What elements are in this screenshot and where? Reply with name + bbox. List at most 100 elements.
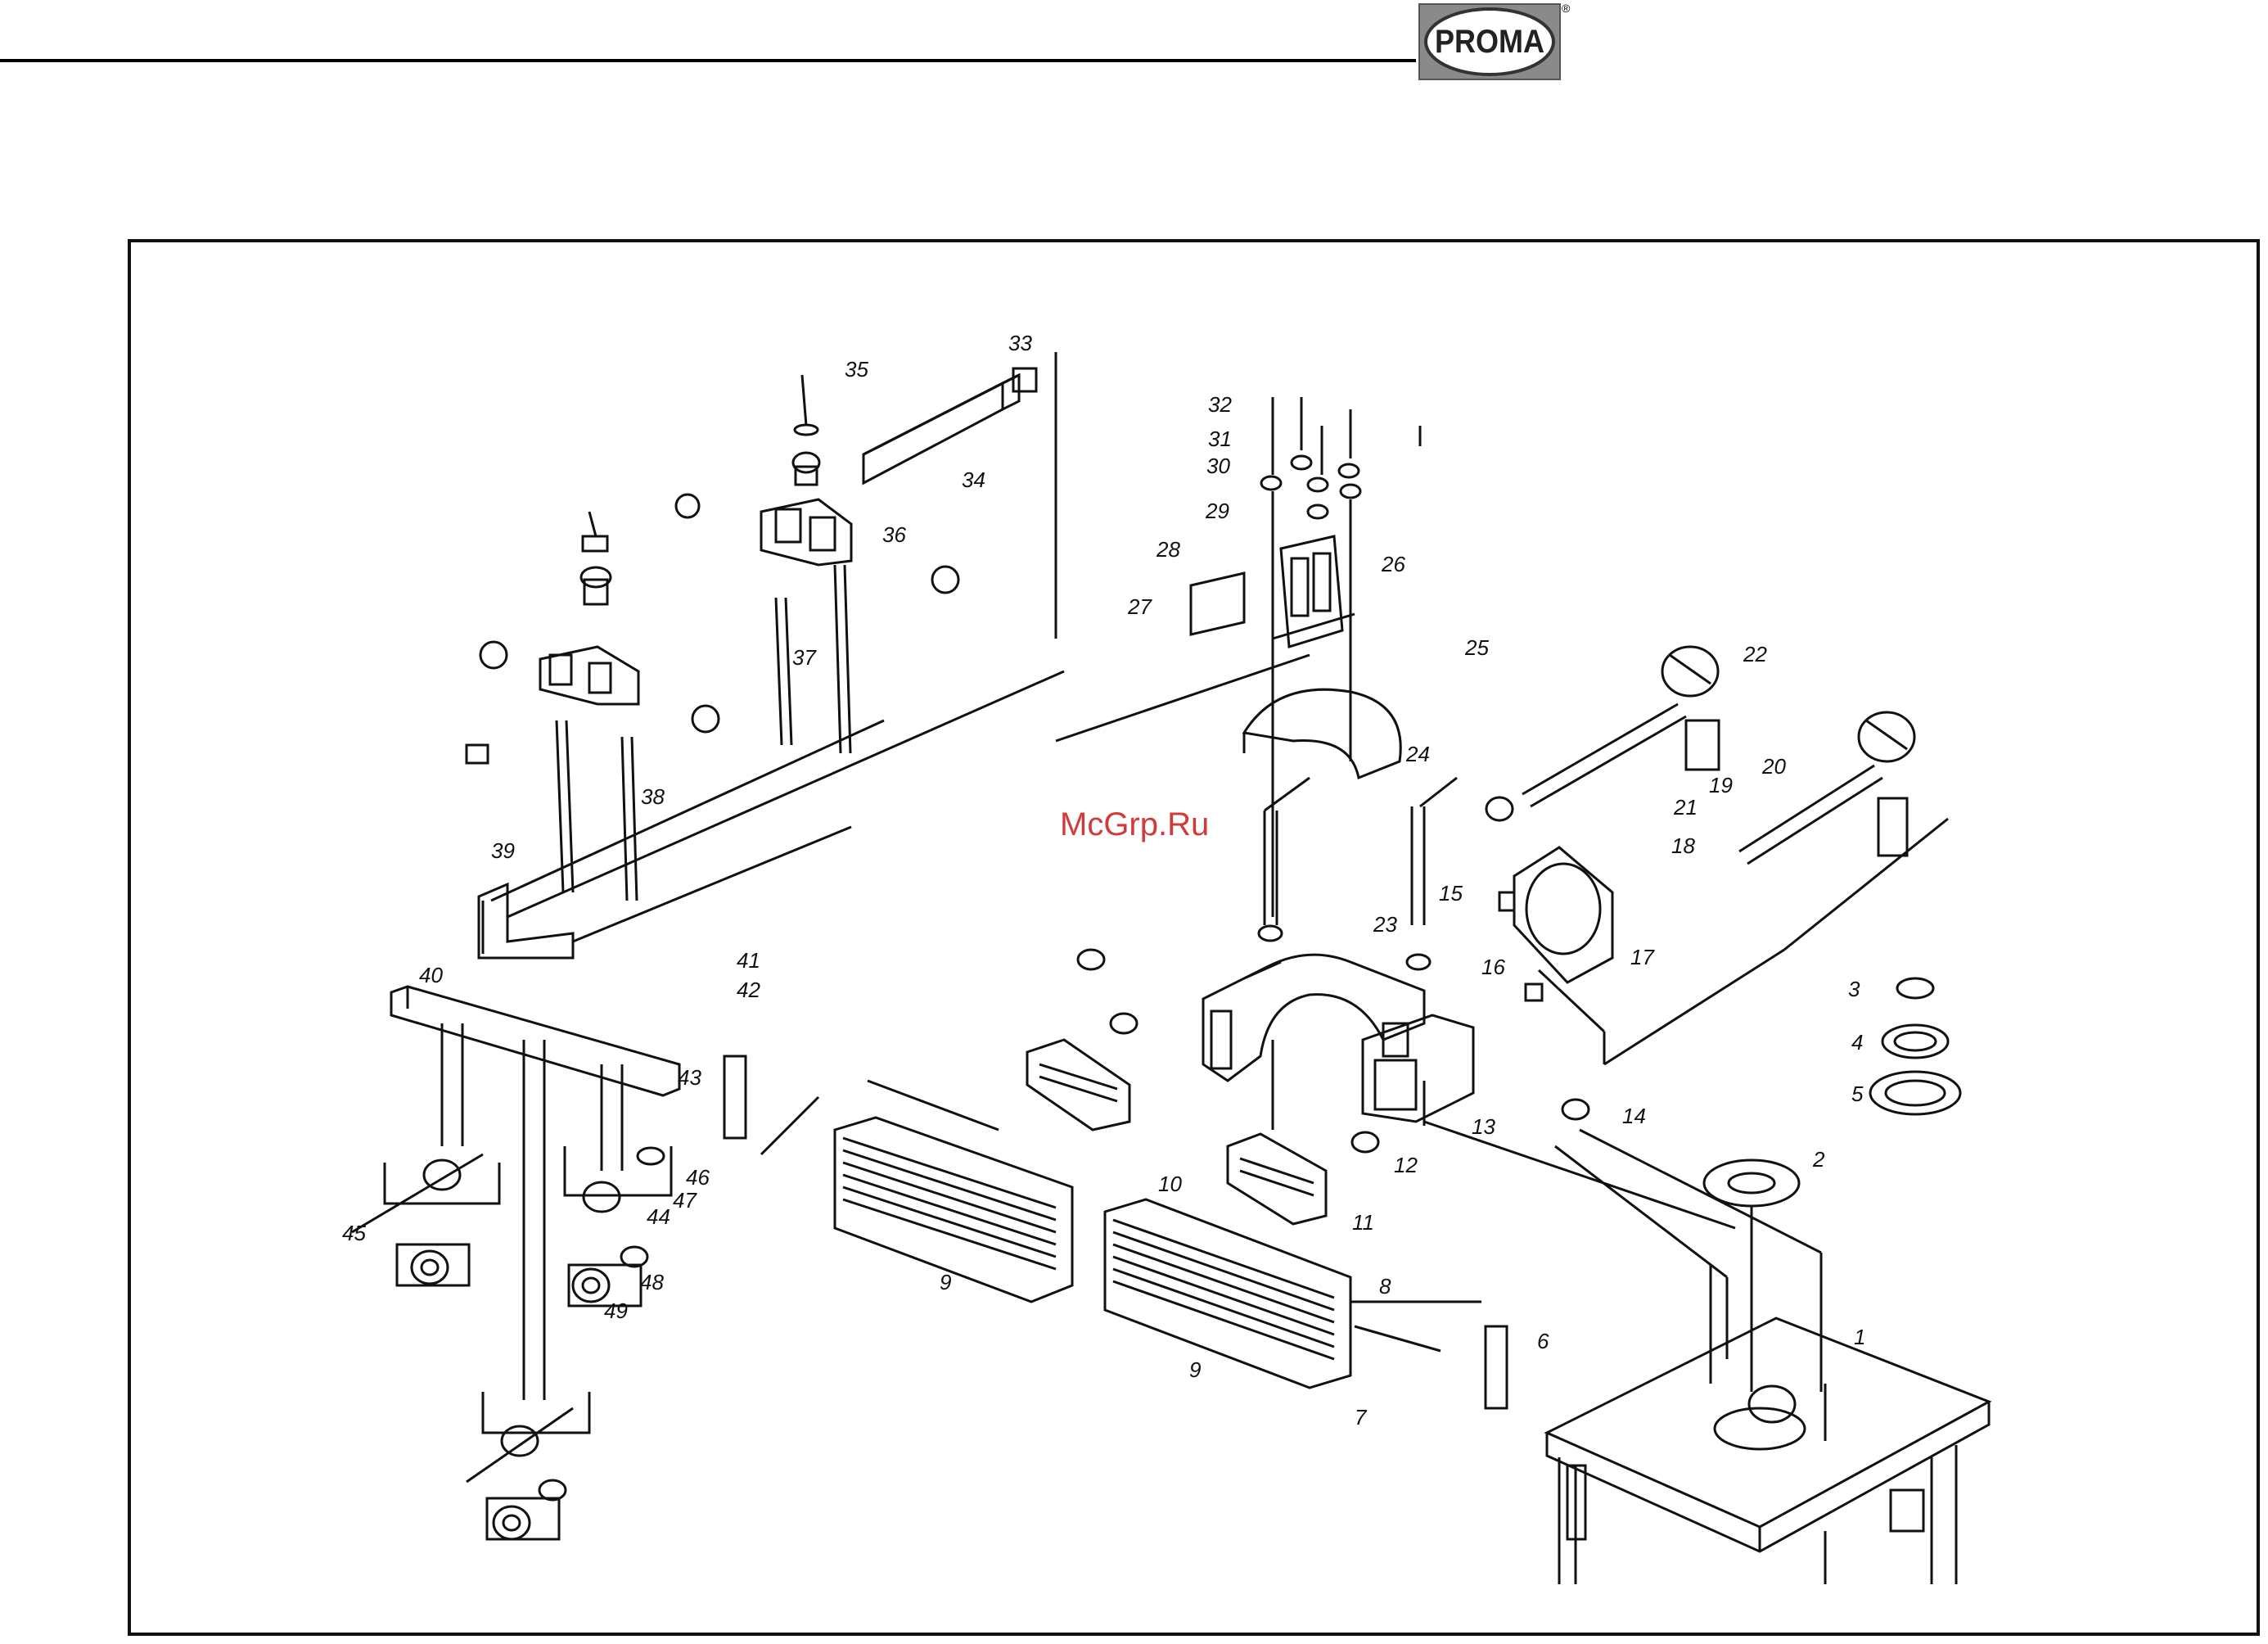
guide-line xyxy=(1555,1146,1727,1277)
guide-line xyxy=(761,1097,818,1154)
part-5-ring xyxy=(1870,1072,1960,1114)
callout-47: 47 xyxy=(673,1188,697,1213)
part-4-ring-inner xyxy=(1895,1032,1936,1050)
callout-14: 14 xyxy=(1622,1104,1646,1128)
callout-7: 7 xyxy=(1355,1405,1368,1429)
part-5-ring-inner xyxy=(1886,1081,1945,1105)
callout-31: 31 xyxy=(1208,427,1232,451)
callout-43: 43 xyxy=(678,1065,701,1090)
part-35-screw xyxy=(793,375,819,485)
callout-46: 46 xyxy=(686,1165,710,1190)
callout-27: 27 xyxy=(1127,594,1152,619)
callout-17: 17 xyxy=(1630,945,1655,969)
knob-right-36 xyxy=(932,567,958,593)
callout-16: 16 xyxy=(1481,955,1505,979)
callout-1: 1 xyxy=(1854,1325,1865,1349)
part-3-ring xyxy=(1897,978,1933,998)
part-40-fence-frame xyxy=(391,987,679,1400)
knob-right-lower xyxy=(692,706,719,732)
callout-22: 22 xyxy=(1743,642,1767,666)
knob-left-36 xyxy=(676,495,699,517)
part-9-fence-board-lower xyxy=(1105,1199,1350,1388)
callout-2: 2 xyxy=(1812,1147,1825,1172)
callout-49: 49 xyxy=(604,1298,628,1323)
callout-8: 8 xyxy=(1379,1274,1391,1298)
callout-29: 29 xyxy=(1205,499,1229,523)
part-34-fence-bar xyxy=(863,375,1019,483)
callout-30: 30 xyxy=(1206,454,1230,478)
part-12-knob xyxy=(1352,1132,1378,1152)
part-19-plate xyxy=(1686,720,1719,770)
callout-39: 39 xyxy=(491,838,515,863)
callout-9-lower: 9 xyxy=(1189,1357,1201,1382)
part-16-nut xyxy=(1526,984,1542,1000)
part-38-rods xyxy=(557,720,637,901)
part-14-knob xyxy=(1562,1100,1589,1119)
part-24-hood-top xyxy=(1244,689,1400,778)
callout-5: 5 xyxy=(1851,1082,1864,1106)
part-33-end-cap xyxy=(1013,368,1036,391)
guide-line xyxy=(491,720,884,901)
callout-9-upper: 9 xyxy=(940,1270,951,1294)
callout-48: 48 xyxy=(640,1270,664,1294)
callout-42: 42 xyxy=(737,978,760,1002)
part-20-shaft-lower xyxy=(1739,766,1882,864)
callout-34: 34 xyxy=(962,467,985,492)
callout-13: 13 xyxy=(1472,1114,1495,1139)
part-22-knob xyxy=(1662,647,1718,696)
callout-12: 12 xyxy=(1394,1153,1418,1177)
part-20-shaft-upper xyxy=(1486,704,1686,820)
callout-6: 6 xyxy=(1537,1329,1549,1353)
part-hood-body xyxy=(1203,955,1424,1081)
knob-14-upper xyxy=(1078,950,1104,969)
callout-21: 21 xyxy=(1673,795,1698,820)
part-11-pressure-pad xyxy=(1228,1134,1326,1224)
callout-11: 11 xyxy=(1352,1210,1374,1235)
callout-32: 32 xyxy=(1208,392,1232,417)
part-4-ring xyxy=(1882,1025,1948,1058)
callout-25: 25 xyxy=(1464,635,1489,660)
small-cap xyxy=(467,745,488,763)
callout-15: 15 xyxy=(1439,881,1463,906)
callout-20: 20 xyxy=(1761,754,1786,779)
part-27-plate xyxy=(1191,573,1244,635)
part-1-machine-table xyxy=(1547,1318,1989,1584)
callout-45: 45 xyxy=(342,1221,366,1245)
part-6-strip xyxy=(1486,1326,1507,1408)
callout-26: 26 xyxy=(1381,552,1405,576)
part-43-strip xyxy=(724,1056,746,1138)
part-9-fence-board-upper xyxy=(835,1118,1072,1302)
part-lower-clamp-block xyxy=(540,512,638,704)
part-29-32-screws xyxy=(1261,397,1420,518)
callout-38: 38 xyxy=(641,784,665,809)
part-lower-knob-assembly xyxy=(467,1392,589,1539)
knob-upper-pad xyxy=(1111,1014,1137,1033)
part-45-knob-assembly xyxy=(352,1154,499,1285)
watermark-text: McGrp.Ru xyxy=(1060,806,1209,843)
knob-left-lower xyxy=(480,642,507,668)
callout-24: 24 xyxy=(1405,742,1430,766)
part-17-housing xyxy=(1499,847,1612,982)
callout-44: 44 xyxy=(647,1204,670,1229)
callout-40: 40 xyxy=(419,963,443,987)
callout-10: 10 xyxy=(1158,1172,1182,1196)
callout-28: 28 xyxy=(1156,537,1180,562)
part-26-bracket xyxy=(1273,536,1355,647)
guide-line xyxy=(507,671,1064,917)
part-upper-pressure-pad xyxy=(1027,1040,1129,1130)
guide-line xyxy=(1784,819,1948,950)
part-22b-knob xyxy=(1859,712,1914,761)
part-36-clamp-block xyxy=(761,499,851,565)
guide-line xyxy=(1355,1326,1441,1351)
callout-19: 19 xyxy=(1709,773,1733,797)
callout-3: 3 xyxy=(1848,977,1860,1001)
callout-33: 33 xyxy=(1008,331,1032,355)
part-15-clamp-levers xyxy=(1259,778,1457,969)
callout-18: 18 xyxy=(1671,833,1695,858)
callout-23: 23 xyxy=(1373,912,1397,937)
callout-41: 41 xyxy=(737,948,760,973)
callout-4: 4 xyxy=(1851,1030,1863,1055)
part-side-plate xyxy=(1878,798,1907,856)
callout-37: 37 xyxy=(792,645,817,670)
part-2-insert-hole xyxy=(1729,1173,1774,1193)
